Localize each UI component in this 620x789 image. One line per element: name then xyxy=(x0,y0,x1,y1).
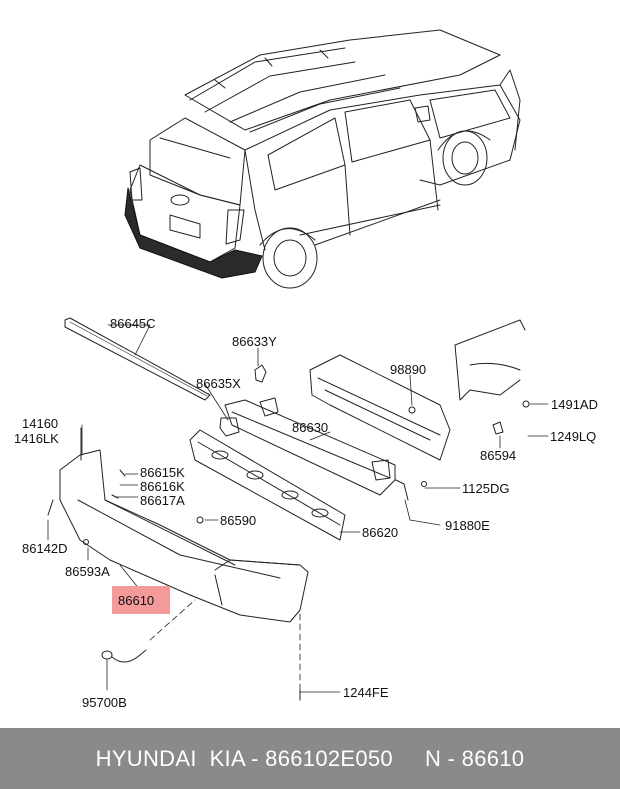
part-86645C-garnish xyxy=(64,317,211,401)
highlight-86610 xyxy=(112,586,170,614)
label-1125DG: 1125DG xyxy=(462,481,509,496)
part-86633Y-bracket xyxy=(254,364,267,383)
part-86610-bumper-cover xyxy=(59,449,309,623)
label-86635X: 86635X xyxy=(196,376,241,391)
label-91880E: 91880E xyxy=(445,518,490,533)
label-14160: 14160 xyxy=(22,416,58,431)
label-86142D: 86142D xyxy=(22,541,68,556)
footer-part-text: HYUNDAI KIA - 866102E050 N - 86610 xyxy=(95,745,525,771)
label-1416LK: 1416LK xyxy=(14,431,59,446)
label-86616K: 86616K xyxy=(140,479,185,494)
label-1249LQ: 1249LQ xyxy=(550,429,596,444)
label-98890: 98890 xyxy=(390,362,426,377)
label-1491AD: 1491AD xyxy=(551,397,598,412)
part-86620-energy-absorber xyxy=(189,429,346,541)
label-86630: 86630 xyxy=(292,420,328,435)
body-rear-panel xyxy=(309,319,526,461)
part-95700B-sensor xyxy=(101,649,147,663)
label-86645C: 86645C xyxy=(110,316,156,331)
label-86620: 86620 xyxy=(362,525,398,540)
car-rear-bumper-highlight xyxy=(124,187,263,279)
fasteners xyxy=(47,400,530,701)
exploded-parts-diagram: 86645C 86633Y 86635X 98890 1491AD 14160 … xyxy=(14,29,598,710)
label-95700B: 95700B xyxy=(82,695,127,710)
part-number-footer: HYUNDAI KIA - 866102E050 N - 86610 xyxy=(0,728,620,789)
label-1244FE: 1244FE xyxy=(343,685,389,700)
label-86633Y: 86633Y xyxy=(232,334,277,349)
label-86594: 86594 xyxy=(480,448,516,463)
label-86593A: 86593A xyxy=(65,564,110,579)
part-86630-impact-beam xyxy=(224,397,396,496)
leader-lines xyxy=(47,324,549,701)
label-86617A: 86617A xyxy=(140,493,185,508)
label-86610: 86610 xyxy=(118,593,154,608)
part-86635X-bracket xyxy=(219,417,240,437)
label-86615K: 86615K xyxy=(140,465,185,480)
label-86590: 86590 xyxy=(220,513,256,528)
vehicle-illustration xyxy=(129,29,521,289)
